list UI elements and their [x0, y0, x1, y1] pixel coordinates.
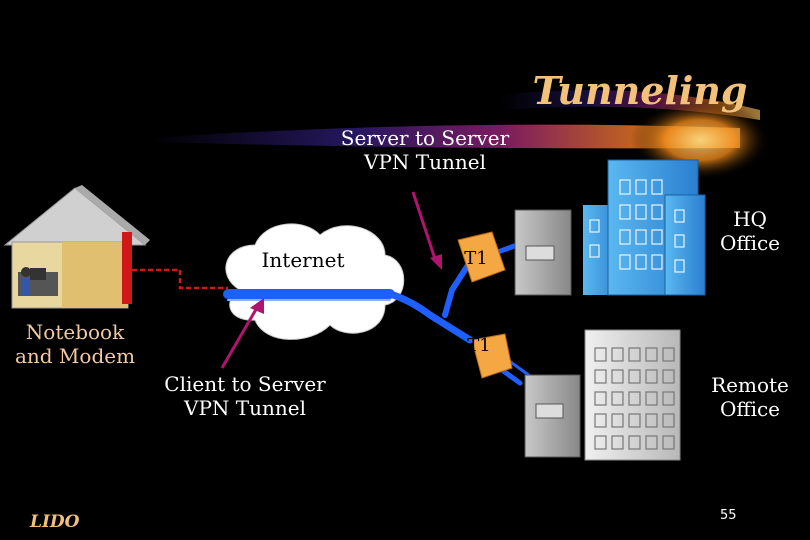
server-to-server-label: Server to Server VPN Tunnel: [320, 126, 530, 174]
notebook-modem-line-1: Notebook: [25, 320, 125, 344]
hq-server: [514, 209, 572, 296]
home-house: [3, 185, 150, 309]
dialup-line: [132, 268, 228, 290]
hq-building: [583, 159, 706, 296]
remote-building: [584, 329, 681, 461]
remote-office-label: Remote Office: [700, 373, 800, 421]
remote-office-line-1: Remote: [711, 373, 789, 397]
t1-device-top: [457, 231, 506, 283]
internet-cloud: [225, 223, 405, 340]
slide-title: Tunneling: [532, 68, 748, 113]
remote-server: [524, 374, 581, 458]
notebook-modem-line-2: and Modem: [14, 344, 136, 368]
client-to-server-label: Client to Server VPN Tunnel: [150, 372, 340, 420]
brand-logo-text: LIDO: [30, 512, 80, 532]
notebook-modem-label: Notebook and Modem: [0, 320, 150, 368]
client-to-server-line-2: VPN Tunnel: [184, 396, 306, 420]
client-to-server-line-1: Client to Server: [164, 372, 326, 396]
hq-office-line-2: Office: [719, 231, 781, 255]
server-to-server-line-1: Server to Server: [340, 126, 510, 150]
hq-office-label: HQ Office: [705, 207, 795, 255]
callout-arrows: [220, 191, 442, 369]
t1-device-bottom: [471, 333, 513, 379]
remote-office-line-2: Office: [719, 397, 781, 421]
t1-bottom-label: T1: [467, 335, 491, 356]
page-number: 55: [720, 508, 737, 523]
internet-label: Internet: [261, 248, 345, 272]
server-to-server-line-2: VPN Tunnel: [364, 150, 486, 174]
hq-office-line-1: HQ: [733, 207, 767, 231]
t1-top-label: T1: [464, 248, 488, 269]
